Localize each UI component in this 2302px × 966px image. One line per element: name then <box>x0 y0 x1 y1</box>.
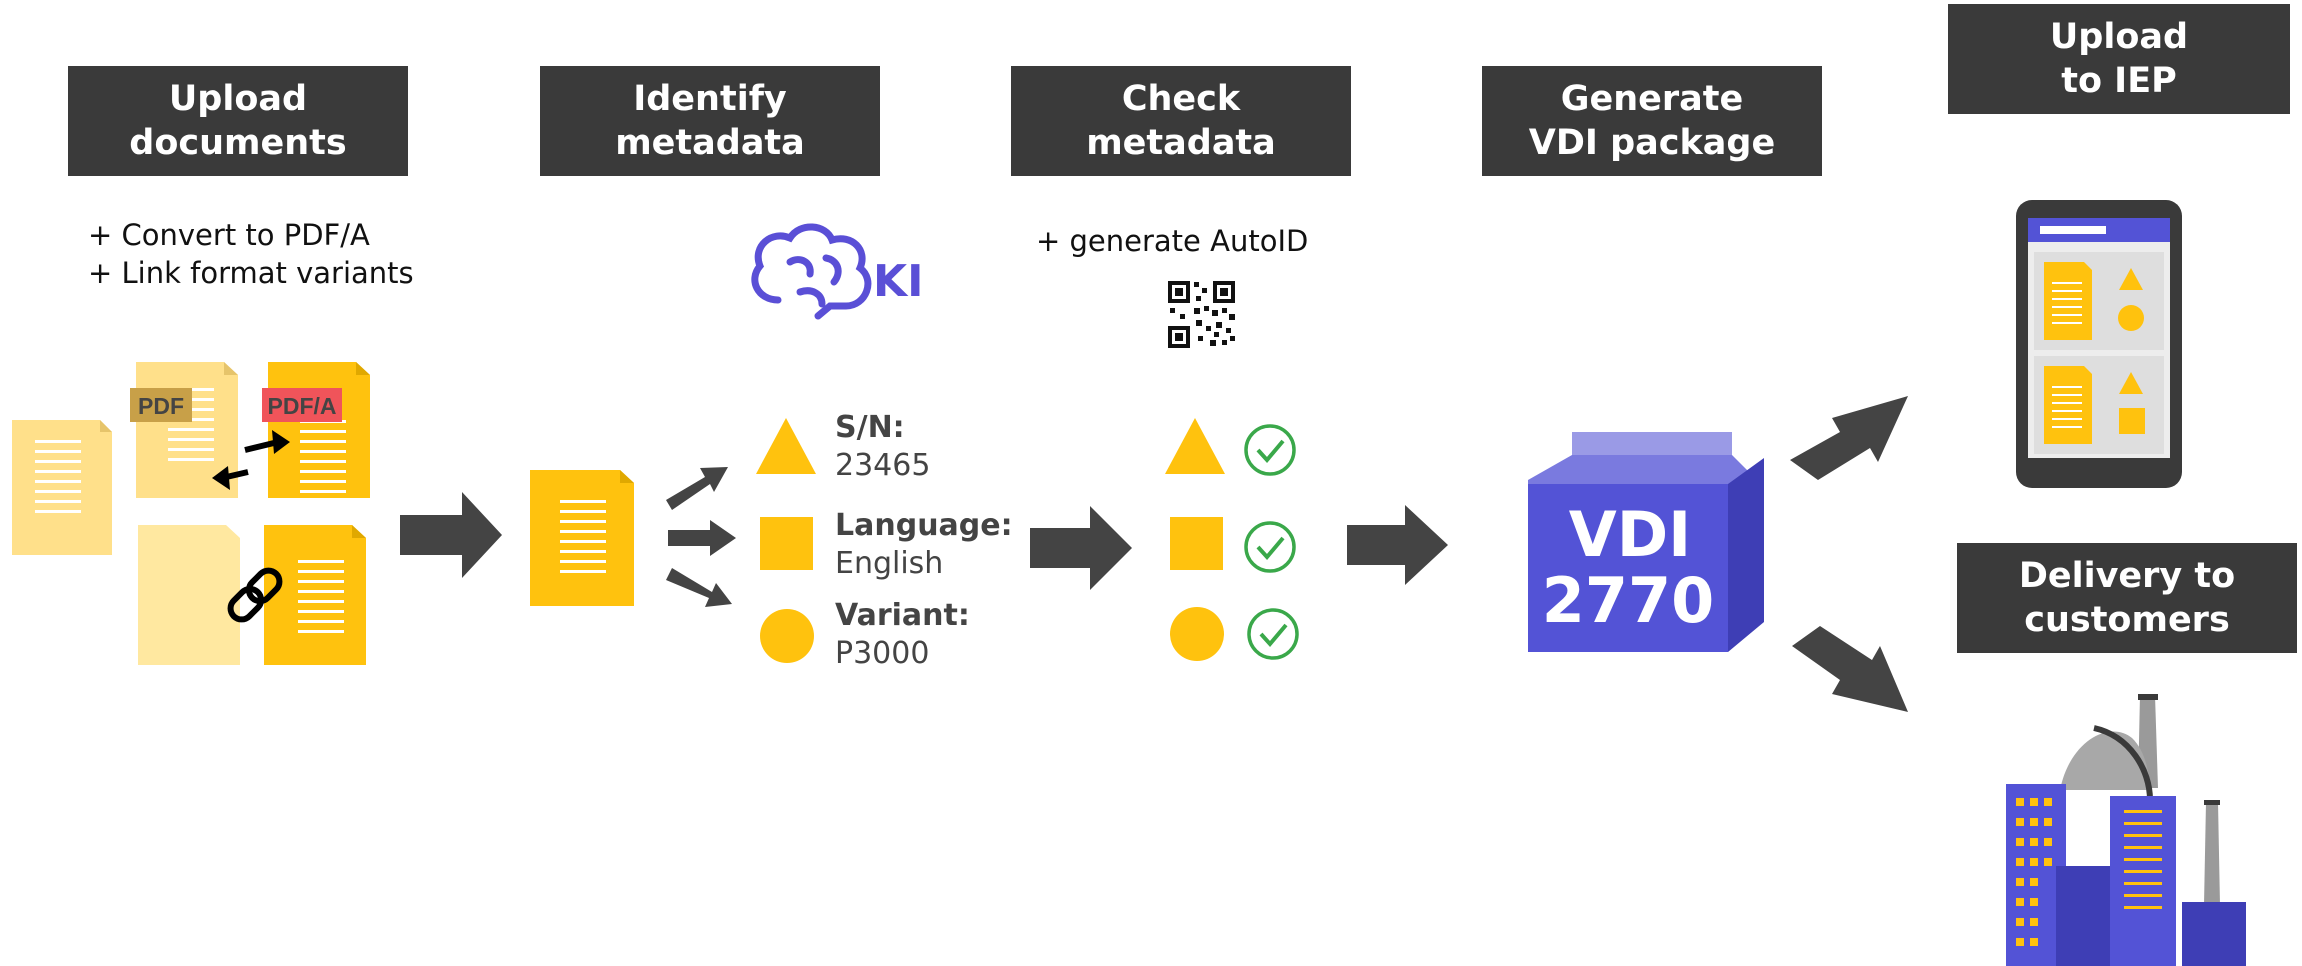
step-header-generate-vdi-package: Generate VDI package <box>1482 66 1822 176</box>
step-header-line: metadata <box>1086 123 1276 163</box>
flow-arrow <box>1030 506 1132 590</box>
step-header-line: Upload <box>168 79 308 119</box>
step-header-line: Generate <box>1560 79 1744 119</box>
note-generate-autoid: + generate AutoID <box>1036 224 1309 258</box>
step-header-upload-documents: Upload documents <box>68 66 408 176</box>
document-icon <box>530 470 634 606</box>
step-header-upload-to-iep: Upload to IEP <box>1948 4 2290 114</box>
step-header-line: Delivery to <box>2018 556 2236 596</box>
vdi-box-line1: VDI <box>1569 498 1692 571</box>
fan-arrows <box>666 467 736 607</box>
step-header-identify-metadata: Identify metadata <box>540 66 880 176</box>
square-shape <box>1170 517 1223 570</box>
brain-icon <box>751 223 872 320</box>
step-header-delivery-to-customers: Delivery to customers <box>1957 543 2297 653</box>
step-header-check-metadata: Check metadata <box>1011 66 1351 176</box>
flow-arrow-down <box>1792 626 1908 712</box>
pdfa-document-icon: PDF/A <box>262 362 370 498</box>
metadata-value-variant: P3000 <box>835 636 930 671</box>
circle-shape <box>1170 607 1224 661</box>
pdf-tag: PDF <box>138 393 184 419</box>
metadata-key-language: Language: <box>835 508 1013 543</box>
qr-code-icon <box>1168 281 1235 348</box>
document-icon <box>12 420 112 555</box>
step-header-line: Identify <box>633 79 787 119</box>
triangle-shape <box>1165 418 1225 474</box>
factory-icon <box>2006 694 2246 966</box>
step-header-line: customers <box>2024 600 2230 640</box>
circle-shape <box>760 609 814 663</box>
pdfa-tag: PDF/A <box>268 393 337 419</box>
metadata-value-sn: 23465 <box>835 448 931 483</box>
variant-document-icon <box>138 525 366 665</box>
note-link-variants: + Link format variants <box>88 256 414 290</box>
step-header-line: Upload <box>2049 17 2189 57</box>
ki-label: KI <box>873 256 923 307</box>
vdi-package-icon: VDI 2770 <box>1528 432 1764 652</box>
triangle-shape <box>756 418 816 474</box>
square-shape <box>760 517 813 570</box>
metadata-key-sn: S/N: <box>835 410 905 445</box>
tablet-icon <box>2016 200 2182 488</box>
step-header-line: to IEP <box>2061 61 2177 101</box>
step-header-line: metadata <box>615 123 805 163</box>
swap-arrows-icon <box>212 430 290 490</box>
pdf-document-icon: PDF <box>130 362 238 498</box>
step-header-line: documents <box>129 123 347 163</box>
step-header-line: VDI package <box>1528 123 1776 163</box>
flow-arrow <box>400 492 502 578</box>
step-header-line: Check <box>1121 79 1241 119</box>
checkmark-icon <box>1244 521 1296 573</box>
checkmark-icon <box>1247 608 1299 660</box>
checkmark-icon <box>1244 424 1296 476</box>
link-icon <box>227 567 283 623</box>
note-convert-pdfa: + Convert to PDF/A <box>88 218 370 252</box>
flow-arrow <box>1347 505 1448 585</box>
metadata-value-language: English <box>835 546 944 581</box>
flow-arrow-up <box>1790 396 1908 480</box>
vdi-box-line2: 2770 <box>1542 564 1715 637</box>
metadata-key-variant: Variant: <box>835 598 970 633</box>
